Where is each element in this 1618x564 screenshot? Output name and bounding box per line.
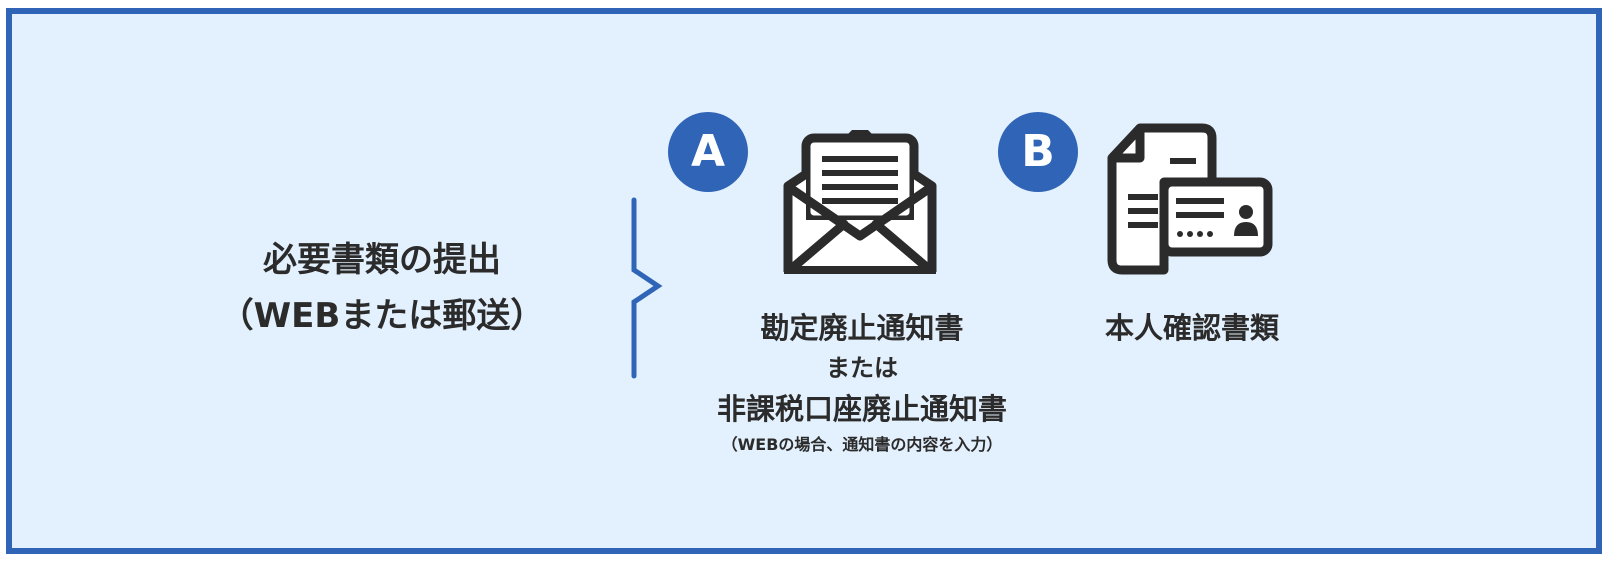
- option-a-line3: 非課税口座廃止通知書: [716, 392, 1007, 426]
- envelope-letter-icon: [783, 130, 937, 274]
- submission-heading-line1: 必要書類の提出: [263, 240, 501, 280]
- diagram-frame: 必要書類の提出 （WEBまたは郵送） A B: [6, 8, 1602, 554]
- badge-b: B: [998, 112, 1078, 192]
- document-id-card-icon: [1107, 123, 1273, 275]
- bracket-divider: [631, 197, 663, 379]
- option-a-note: （WEBの場合、通知書の内容を入力）: [721, 435, 1003, 454]
- submission-heading-line2: （WEBまたは郵送）: [219, 296, 545, 336]
- option-a-line2: または: [826, 354, 898, 382]
- badge-a: A: [668, 112, 748, 192]
- submission-heading: 必要書類の提出 （WEBまたは郵送）: [162, 232, 602, 344]
- option-a-label: 勘定廃止通知書 または 非課税口座廃止通知書 （WEBの場合、通知書の内容を入力…: [652, 306, 1072, 458]
- option-b-label: 本人確認書類: [1104, 311, 1279, 345]
- option-a-line1: 勘定廃止通知書: [760, 311, 964, 345]
